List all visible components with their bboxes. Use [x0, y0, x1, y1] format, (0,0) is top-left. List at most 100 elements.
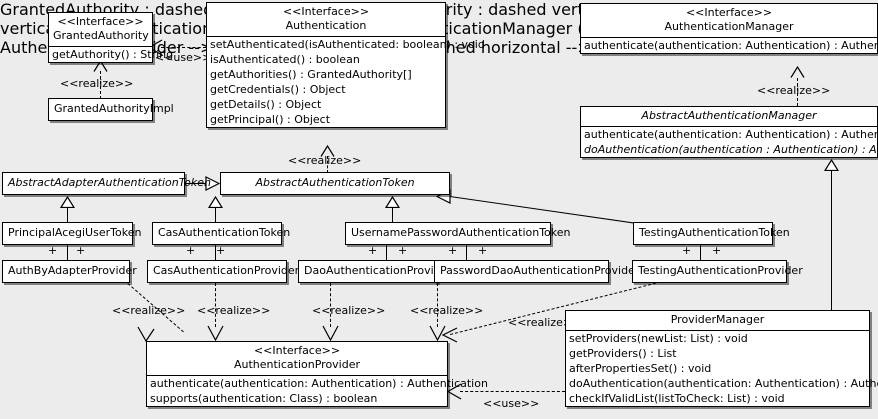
assoc-plus-upwtoken-pdao-left: + — [448, 244, 458, 257]
assoc-plus-castoken-right: + — [216, 244, 226, 257]
class-name-label: DaoAuthenticationProvider — [304, 264, 452, 277]
stereotype-label: <<Interface>> — [282, 5, 370, 18]
class-authentication-methods: setAuthenticated(isAuthenticated: boolea… — [207, 36, 485, 127]
class-granted-authority-impl-header: GrantedAuthorityImpl — [49, 99, 174, 120]
class-provider-manager-methods: setProviders(newList: List) : void getPr… — [566, 330, 878, 406]
edge-providermanager-extends-abstractmanager — [831, 170, 832, 311]
class-auth-by-adapter-provider[interactable]: AuthByAdapterProvider — [2, 260, 137, 283]
class-name-label: AbstractAdapterAuthenticationToken — [8, 176, 211, 189]
triangle-generalization-abstractmanager — [824, 159, 839, 171]
class-name-label: CasAuthenticationProvider — [153, 264, 300, 277]
triangle-generalization-authtoken-left — [205, 176, 220, 191]
class-name-label: AuthByAdapterProvider — [8, 264, 137, 277]
edge-principalacegitoken-extends — [67, 207, 68, 222]
assoc-plus-principaltoken-left: + — [48, 244, 58, 257]
method-getAuthorities: getAuthorities() : GrantedAuthority[] — [210, 68, 412, 81]
class-testing-authentication-token[interactable]: TestingAuthenticationToken — [633, 222, 790, 245]
assoc-plus-principaltoken-right: + — [76, 244, 86, 257]
class-name-label: AbstractAuthenticationToken — [255, 176, 415, 189]
edge-casprovider-realizes-provider — [215, 283, 216, 327]
edge-passworddaoprovider-realizes-provider — [437, 283, 438, 327]
method-getProviders: getProviders() : List — [569, 347, 677, 360]
method-supports: supports(authentication: Class) : boolea… — [150, 392, 378, 405]
class-authentication-manager-header: <<Interface>> AuthenticationManager — [581, 4, 877, 37]
class-username-password-authentication-token-header: UsernamePasswordAuthenticationToken — [346, 223, 571, 244]
stereotype-label: <<Interface>> — [57, 15, 144, 28]
method-getAuthority: getAuthority() : String — [52, 48, 174, 61]
class-granted-authority-methods: getAuthority() : String — [49, 46, 174, 62]
label-realize-daoprovider: <<realize>> — [312, 304, 386, 317]
class-authentication[interactable]: <<Interface>> Authentication setAuthenti… — [206, 2, 485, 128]
class-provider-manager[interactable]: ProviderManager setProviders(newList: Li… — [565, 310, 878, 407]
class-authentication-manager-methods: authenticate(authentication: Authenticat… — [581, 37, 878, 53]
edge-adaptertoken-extends-authtoken — [185, 183, 207, 184]
class-granted-authority[interactable]: <<Interface>> GrantedAuthority getAuthor… — [48, 12, 174, 63]
label-realize-authenticationmanager: <<realize>> — [757, 84, 831, 97]
edge-assoc-principaltoken-authbyadapter — [67, 243, 68, 260]
edge-authentication-uses-grantedauthority — [161, 47, 206, 48]
class-principal-acegi-user-token-header: PrincipalAcegiUserToken — [3, 223, 142, 244]
method-getDetails: getDetails() : Object — [210, 98, 322, 111]
class-authentication-provider-methods: authenticate(authentication: Authenticat… — [147, 375, 488, 406]
class-granted-authority-header: <<Interface>> GrantedAuthority — [49, 13, 152, 46]
class-abstract-adapter-authentication-token[interactable]: AbstractAdapterAuthenticationToken — [2, 172, 211, 195]
class-username-password-authentication-token[interactable]: UsernamePasswordAuthenticationToken — [345, 222, 571, 245]
class-abstract-adapter-authentication-token-header: AbstractAdapterAuthenticationToken — [3, 173, 211, 194]
assoc-plus-testingtoken-left: + — [682, 244, 692, 257]
method-afterPropertiesSet: afterPropertiesSet() : void — [569, 362, 712, 375]
label-realize-authentication: <<realize>> — [288, 154, 362, 167]
class-name-label: GrantedAuthorityImpl — [54, 102, 174, 115]
arrowhead-realize-testingprovider — [441, 326, 459, 344]
assoc-plus-upwtoken-dao-left: + — [368, 244, 378, 257]
class-name-label: AuthenticationProvider — [233, 358, 361, 371]
class-abstract-authentication-manager-header: AbstractAuthenticationManager — [581, 107, 877, 126]
label-realize-passworddaoprovider: <<realize>> — [410, 304, 484, 317]
class-authentication-manager[interactable]: <<Interface>> AuthenticationManager auth… — [580, 3, 878, 54]
label-realize-authbyadapter: <<realize>> — [112, 304, 186, 317]
edge-assoc-upwtoken-passworddaoprovider — [466, 243, 467, 260]
class-abstract-authentication-token[interactable]: AbstractAuthenticationToken — [220, 172, 450, 195]
class-password-dao-authentication-provider[interactable]: PasswordDaoAuthenticationProvider — [434, 260, 639, 283]
method-isAuthenticated: isAuthenticated() : boolean — [210, 53, 360, 66]
method-authenticate: authenticate(authentication: Authenticat… — [150, 377, 488, 390]
label-realize-grantedauthority: <<realize>> — [60, 77, 134, 90]
method-setProviders: setProviders(newList: List) : void — [569, 332, 748, 345]
arrowhead-use-authenticationprovider — [446, 383, 462, 400]
assoc-plus-castoken-left: + — [186, 244, 196, 257]
class-principal-acegi-user-token[interactable]: PrincipalAcegiUserToken — [2, 222, 142, 245]
edge-usernamepasswordtoken-extends-authtoken — [392, 207, 393, 222]
class-granted-authority-impl[interactable]: GrantedAuthorityImpl — [48, 98, 174, 121]
class-testing-authentication-provider[interactable]: TestingAuthenticationProvider — [632, 260, 803, 283]
class-name-label: AuthenticationManager — [664, 20, 794, 33]
class-testing-authentication-token-header: TestingAuthenticationToken — [634, 223, 790, 244]
label-realize-testingprovider: <<realize>> — [508, 316, 582, 329]
class-cas-authentication-token[interactable]: CasAuthenticationToken — [152, 222, 291, 245]
method-setAuthenticated: setAuthenticated(isAuthenticated: boolea… — [210, 38, 485, 51]
class-name-label: Authentication — [285, 19, 367, 32]
class-name-label: PrincipalAcegiUserToken — [8, 226, 142, 239]
triangle-generalization-authtoken-upw — [385, 196, 400, 208]
class-cas-authentication-provider-header: CasAuthenticationProvider — [148, 261, 300, 282]
label-use-grantedauthority: <<use>> — [155, 51, 212, 64]
stereotype-label: <<Interface>> — [685, 6, 773, 19]
class-dao-authentication-provider-header: DaoAuthenticationProvider — [299, 261, 452, 282]
edge-assoc-upwtoken-daoprovider — [386, 243, 387, 260]
triangle-generalization-authtoken-cas — [208, 196, 223, 208]
class-name-label: ProviderManager — [670, 313, 765, 326]
class-testing-authentication-provider-header: TestingAuthenticationProvider — [633, 261, 803, 282]
assoc-plus-upwtoken-dao-right: + — [398, 244, 408, 257]
method-getCredentials: getCredentials() : Object — [210, 83, 346, 96]
class-dao-authentication-provider[interactable]: DaoAuthenticationProvider — [298, 260, 452, 283]
class-abstract-authentication-manager[interactable]: AbstractAuthenticationManager authentica… — [580, 106, 878, 158]
class-name-label: CasAuthenticationToken — [158, 226, 291, 239]
class-name-label: AbstractAuthenticationManager — [641, 109, 817, 122]
class-provider-manager-header: ProviderManager — [566, 311, 869, 330]
class-cas-authentication-provider[interactable]: CasAuthenticationProvider — [147, 260, 300, 283]
triangle-generalization-adaptertoken — [60, 196, 75, 208]
class-authentication-provider[interactable]: <<Interface>> AuthenticationProvider aut… — [146, 341, 488, 407]
class-name-label: GrantedAuthority — [53, 29, 149, 42]
assoc-plus-testingtoken-right: + — [712, 244, 722, 257]
arrowhead-realize-passworddaoprovider — [429, 325, 446, 341]
edge-assoc-testingtoken-testingprovider — [700, 243, 701, 260]
method-checkIfValidList: checkIfValidList(listToCheck: List) : vo… — [569, 392, 785, 405]
